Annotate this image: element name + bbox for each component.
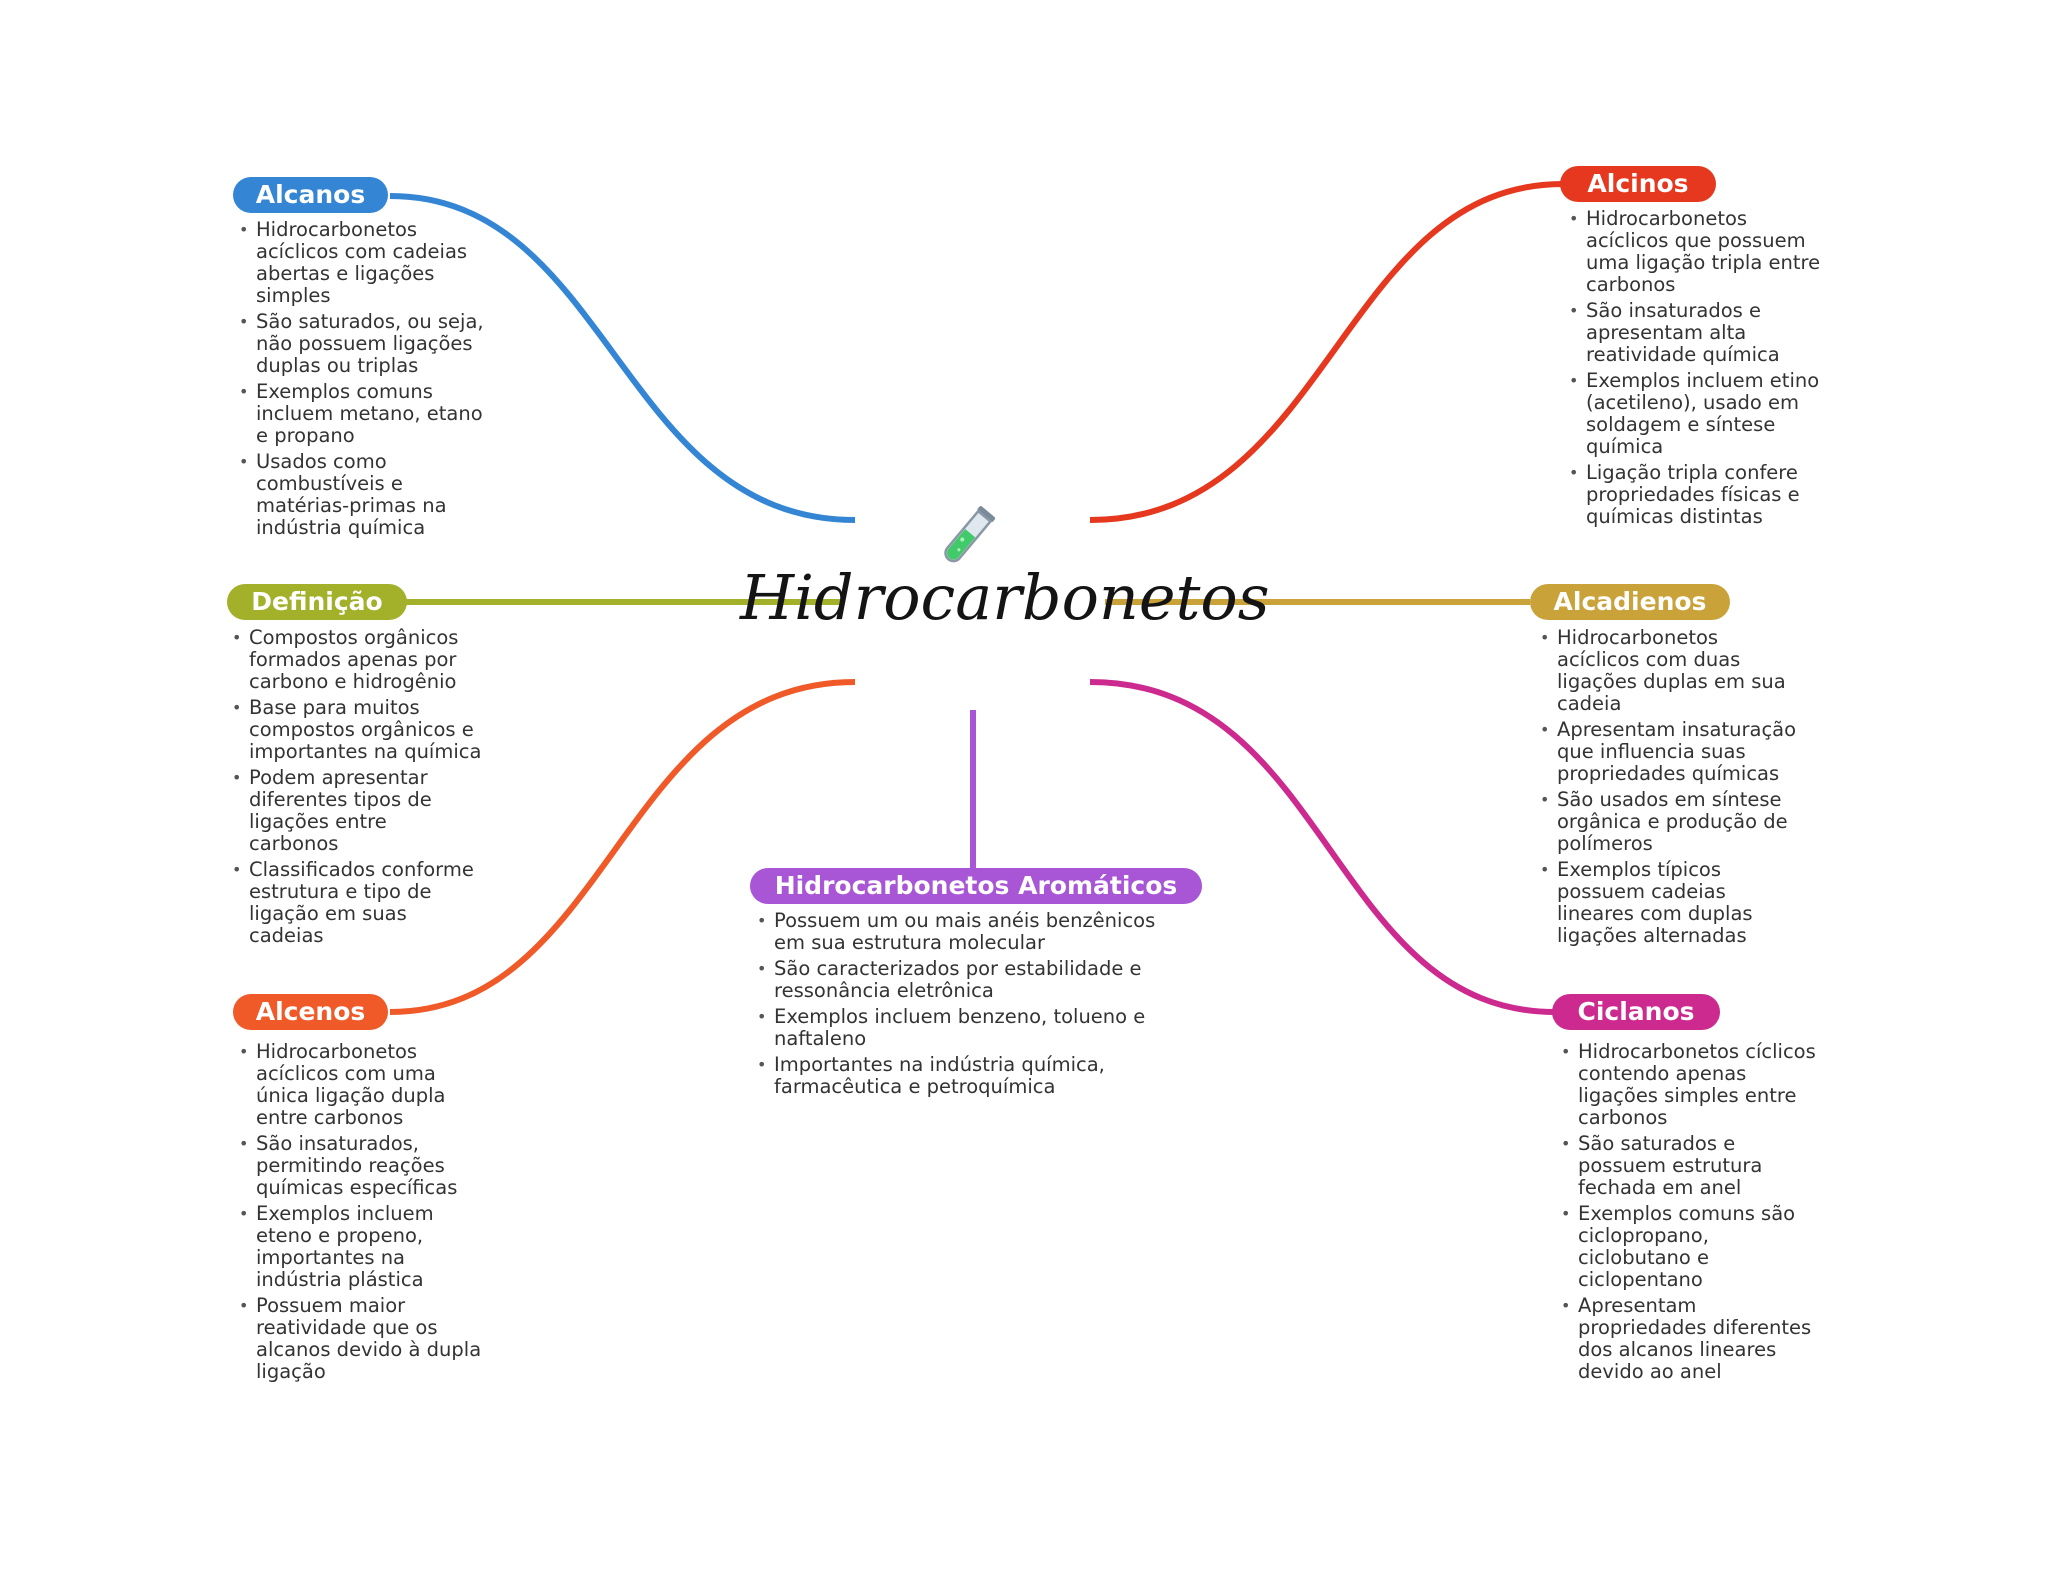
topic-ciclanos[interactable]: Ciclanos — [1552, 994, 1720, 1030]
list-item: Compostos orgânicos formados apenas por … — [232, 627, 482, 693]
list-item: Exemplos comuns incluem metano, etano e … — [239, 381, 499, 447]
ciclanos-notes: Hidrocarbonetos cíclicos contendo apenas… — [1561, 1041, 1821, 1387]
list-item: São insaturados, permitindo reações quím… — [239, 1133, 489, 1199]
list-item: Hidrocarbonetos acíclicos com uma única … — [239, 1041, 489, 1129]
list-item: São caracterizados por estabilidade e re… — [757, 958, 1167, 1002]
topic-aromaticos[interactable]: Hidrocarbonetos Aromáticos — [750, 868, 1202, 904]
topic-definicao[interactable]: Definição — [227, 584, 407, 620]
list-item: Podem apresentar diferentes tipos de lig… — [232, 767, 482, 855]
list-item: Importantes na indústria química, farmac… — [757, 1054, 1167, 1098]
list-item: Base para muitos compostos orgânicos e i… — [232, 697, 482, 763]
list-item: Apresentam insaturação que influencia su… — [1540, 719, 1800, 785]
aromaticos-notes: Possuem um ou mais anéis benzênicos em s… — [757, 910, 1167, 1102]
list-item: Hidrocarbonetos acíclicos que possuem um… — [1569, 208, 1829, 296]
list-item: Hidrocarbonetos acíclicos com cadeias ab… — [239, 219, 499, 307]
topic-alcanos[interactable]: Alcanos — [233, 177, 388, 213]
alcinos-notes: Hidrocarbonetos acíclicos que possuem um… — [1569, 208, 1829, 532]
list-item: Exemplos incluem benzeno, tolueno e naft… — [757, 1006, 1167, 1050]
list-item: São saturados e possuem estrutura fechad… — [1561, 1133, 1821, 1199]
topic-alcadienos[interactable]: Alcadienos — [1530, 584, 1730, 620]
list-item: Exemplos comuns são ciclopropano, ciclob… — [1561, 1203, 1821, 1291]
list-item: Hidrocarbonetos acíclicos com duas ligaç… — [1540, 627, 1800, 715]
list-item: São usados em síntese orgânica e produçã… — [1540, 789, 1800, 855]
alcenos-notes: Hidrocarbonetos acíclicos com uma única … — [239, 1041, 489, 1387]
list-item: Apresentam propriedades diferentes dos a… — [1561, 1295, 1821, 1383]
list-item: Possuem maior reatividade que os alcanos… — [239, 1295, 489, 1383]
test-tube-icon — [944, 506, 996, 563]
connector-alcanos — [389, 193, 856, 523]
definicao-notes: Compostos orgânicos formados apenas por … — [232, 627, 482, 951]
list-item: Exemplos incluem eteno e propeno, import… — [239, 1203, 489, 1291]
connector-alcinos — [1089, 181, 1564, 523]
central-topic: Hidrocarbonetos — [740, 561, 1270, 634]
list-item: Possuem um ou mais anéis benzênicos em s… — [757, 910, 1167, 954]
alcadienos-notes: Hidrocarbonetos acíclicos com duas ligaç… — [1540, 627, 1800, 951]
list-item: São insaturados e apresentam alta reativ… — [1569, 300, 1829, 366]
list-item: Classificados conforme estrutura e tipo … — [232, 859, 482, 947]
list-item: Hidrocarbonetos cíclicos contendo apenas… — [1561, 1041, 1821, 1129]
topic-alcenos[interactable]: Alcenos — [233, 994, 388, 1030]
list-item: Ligação tripla confere propriedades físi… — [1569, 462, 1829, 528]
list-item: Usados como combustíveis e matérias-prim… — [239, 451, 499, 539]
list-item: Exemplos incluem etino (acetileno), usad… — [1569, 370, 1829, 458]
list-item: São saturados, ou seja, não possuem liga… — [239, 311, 499, 377]
connector-ciclanos — [1089, 679, 1556, 1015]
connector-alcenos — [389, 679, 856, 1015]
topic-alcinos[interactable]: Alcinos — [1560, 166, 1716, 202]
list-item: Exemplos típicos possuem cadeias lineare… — [1540, 859, 1800, 947]
alcanos-notes: Hidrocarbonetos acíclicos com cadeias ab… — [239, 219, 499, 543]
